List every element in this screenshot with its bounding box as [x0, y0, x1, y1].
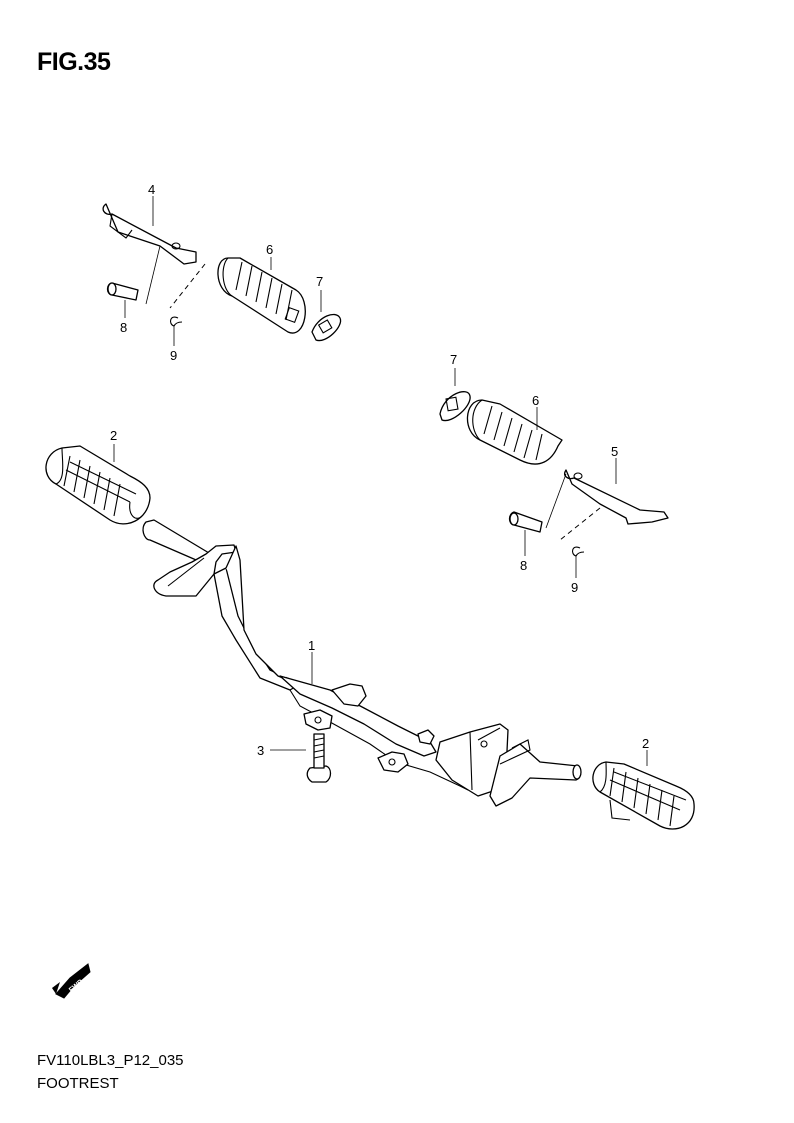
callout-9-right: 9 [571, 580, 578, 595]
part-8-left-pin [106, 282, 139, 318]
part-9-right-clip [571, 546, 585, 578]
callout-4: 4 [148, 182, 155, 197]
dashed-assembly-line [559, 507, 601, 541]
leader-line [545, 473, 567, 529]
part-2-right-footpeg [592, 750, 695, 830]
callout-6-left: 6 [266, 242, 273, 257]
diagram-code: FV110LBL3_P12_035 [37, 1052, 184, 1069]
callout-2-left: 2 [110, 428, 117, 443]
figure-title: FIG.35 [37, 48, 111, 76]
fwd-arrow-icon: FWD [52, 963, 91, 999]
callout-6-right: 6 [532, 393, 539, 408]
callout-5: 5 [611, 444, 618, 459]
part-1-footrest-frame [142, 519, 582, 807]
part-2-left-footpeg [45, 444, 151, 525]
part-8-right-pin [508, 511, 543, 556]
part-6-left-rubber [217, 257, 306, 334]
dashed-assembly-line [169, 263, 206, 309]
part-6-right-rubber [466, 399, 563, 465]
part-5-right-bracket [564, 458, 669, 525]
callout-7-right: 7 [450, 352, 457, 367]
callout-7-left: 7 [316, 274, 323, 289]
leader-line [145, 245, 161, 305]
callout-3: 3 [257, 743, 264, 758]
callout-9-left: 9 [170, 348, 177, 363]
callout-2-right: 2 [642, 736, 649, 751]
part-3-bolt [270, 733, 332, 783]
callout-8-left: 8 [120, 320, 127, 335]
diagram-name: FOOTREST [37, 1075, 119, 1092]
part-7-right-washer [439, 368, 471, 422]
callout-1: 1 [308, 638, 315, 653]
part-7-left-washer [311, 290, 342, 342]
part-9-left-clip [169, 316, 183, 346]
callout-8-right: 8 [520, 558, 527, 573]
part-4-left-bracket [102, 196, 197, 265]
